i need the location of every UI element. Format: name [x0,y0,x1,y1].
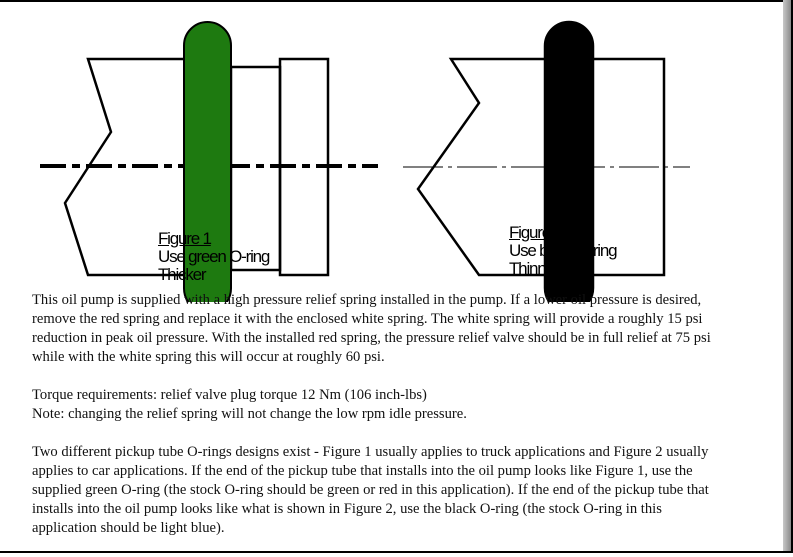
figure1-drawing [40,21,378,302]
figure2-line2: Thinner [509,259,559,278]
torque-line: Torque requirements: relief valve plug t… [32,387,427,403]
paragraph-torque: Torque requirements: relief valve plug t… [32,386,712,424]
figure2-caption: Figure 2 Use black O-ring Thinner [509,223,618,278]
document-body: This oil pump is supplied with a high pr… [32,291,712,557]
pickup-tube-diagram [40,20,690,302]
green-oring [183,21,232,302]
figure2-drawing [403,20,690,302]
window-border-bottom [0,551,793,553]
figure1-caption: Figure 1 Use green O-ring Thicker [158,229,270,284]
figure1-line1: Use green O-ring [158,247,270,266]
black-oring [543,20,595,302]
window-border-right [791,0,793,553]
page-shadow [783,0,791,553]
figure1-title: Figure 1 [158,229,212,248]
figure2-title: Figure 2 [509,223,563,242]
paragraph-orings: Two different pickup tube O-rings design… [32,444,709,536]
note-line: Note: changing the relief spring will no… [32,406,467,422]
figure1-line2: Thicker [158,265,207,284]
paragraph-relief-spring: This oil pump is supplied with a high pr… [32,292,711,365]
figure2-line1: Use black O-ring [509,241,618,260]
